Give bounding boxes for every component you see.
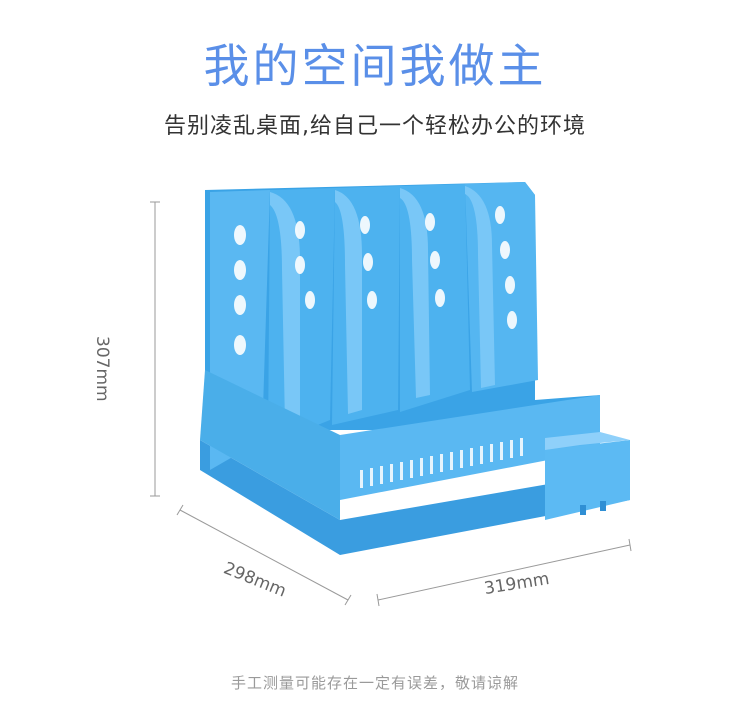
width-dimension-line (376, 538, 632, 607)
file-organizer (200, 182, 630, 555)
depth-dimension-line (176, 504, 352, 606)
page-subtitle: 告别凌乱桌面,给自己一个轻松办公的环境 (164, 114, 586, 139)
height-dimension-line (150, 201, 160, 497)
height-label: 307mm (92, 336, 112, 402)
measurement-disclaimer: 手工测量可能存在一定有误差，敬请谅解 (230, 674, 519, 692)
page-title: 我的空间我做主 (203, 39, 547, 93)
